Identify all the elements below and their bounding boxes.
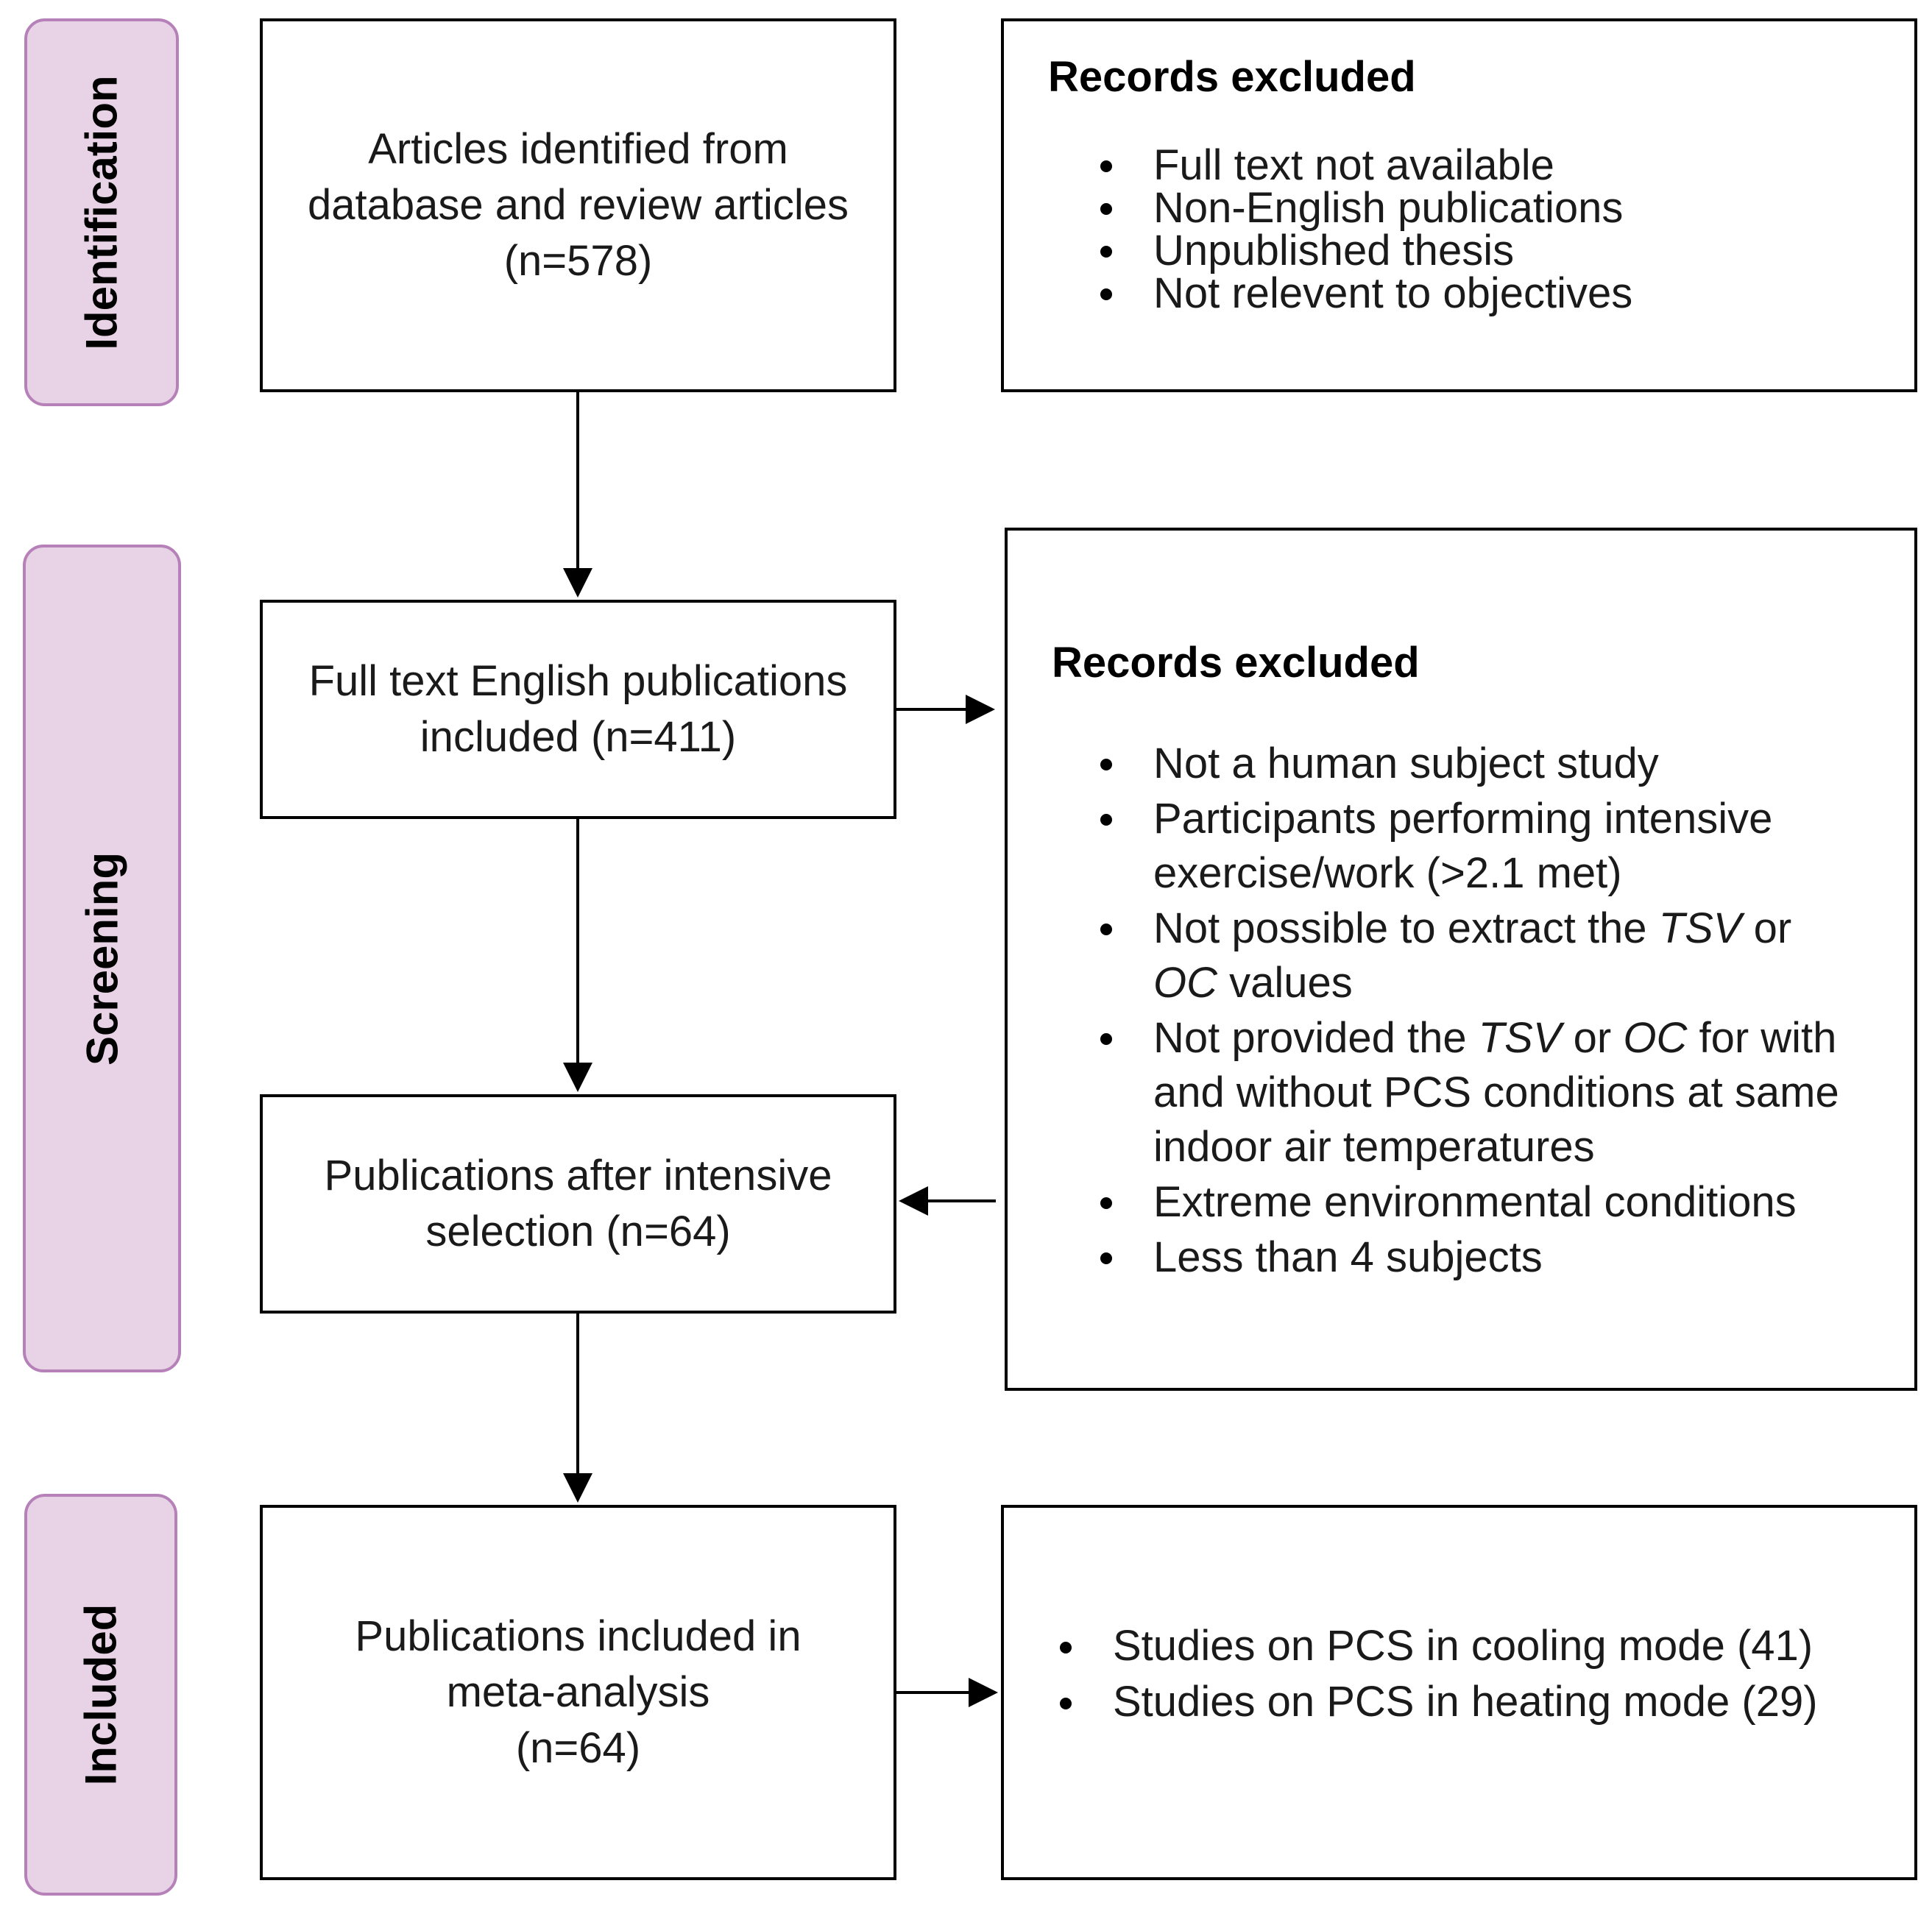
arrowhead-down-3: [563, 1473, 592, 1503]
item-text: indoor air temperatures: [1153, 1123, 1595, 1171]
full-text-box: Full text English publications included …: [260, 600, 896, 819]
full-text-line-2: included (n=411): [420, 713, 737, 761]
identified-line-1: Articles identified from: [368, 125, 788, 173]
list-item: Extreme environmental conditions: [1096, 1175, 1839, 1230]
item-text: or: [1741, 904, 1792, 952]
identified-line-3: (n=578): [503, 237, 653, 285]
item-text: Less than 4 subjects: [1153, 1233, 1543, 1281]
full-text-text: Full text English publications included …: [263, 653, 894, 765]
item-text: values: [1217, 959, 1353, 1007]
records-excluded-title-2: Records excluded: [1052, 639, 1420, 687]
meta-analysis-line-3: (n=64): [515, 1724, 641, 1772]
tsv-term: TSV: [1658, 904, 1742, 952]
records-excluded-box-1: Records excluded Full text not available…: [1001, 18, 1917, 392]
after-selection-line-2: selection (n=64): [425, 1208, 731, 1255]
list-item: Full text not available: [1096, 144, 1632, 187]
item-text: and without PCS conditions at same: [1153, 1068, 1839, 1116]
list-item: Unpublished thesis: [1096, 230, 1632, 272]
list-item: Less than 4 subjects: [1096, 1230, 1839, 1285]
meta-analysis-text: Publications included in meta-analysis (…: [263, 1609, 894, 1776]
phase-screening: Screening: [23, 545, 181, 1372]
after-selection-line-1: Publications after intensive: [324, 1152, 832, 1199]
list-item: Non-English publications: [1096, 187, 1632, 230]
phase-included: Included: [24, 1494, 177, 1896]
oc-term: OC: [1623, 1014, 1688, 1062]
tsv-term: TSV: [1478, 1014, 1562, 1062]
oc-term: OC: [1153, 959, 1217, 1007]
arrowhead-right-1: [966, 695, 995, 724]
item-text: Not possible to extract the: [1153, 904, 1659, 952]
list-item: Not provided the TSV or OC for with and w…: [1096, 1011, 1839, 1174]
arrowhead-down-1: [563, 568, 592, 598]
item-text: or: [1561, 1014, 1624, 1062]
list-item: Participants performing intensive exercis…: [1096, 792, 1839, 901]
records-excluded-list-1: Full text not available Non-English publ…: [1096, 144, 1632, 315]
item-text: Participants performing intensive: [1153, 795, 1773, 843]
identified-line-2: database and review articles: [307, 181, 849, 229]
item-text: Not a human subject study: [1153, 740, 1659, 787]
arrowhead-left-1: [899, 1186, 928, 1216]
records-excluded-box-2: Records excluded Not a human subject stu…: [1005, 528, 1917, 1391]
list-item: Studies on PCS in heating mode (29): [1055, 1674, 1818, 1730]
list-item: Studies on PCS in cooling mode (41): [1055, 1618, 1818, 1674]
meta-analysis-line-1: Publications included in: [355, 1612, 802, 1660]
arrowhead-right-2: [969, 1678, 998, 1707]
list-item: Not a human subject study: [1096, 737, 1839, 791]
phase-identification: Identification: [24, 18, 179, 406]
studies-list: Studies on PCS in cooling mode (41) Stud…: [1055, 1618, 1818, 1730]
after-selection-box: Publications after intensive selection (…: [260, 1094, 896, 1314]
identified-text: Articles identified from database and re…: [263, 121, 894, 289]
after-selection-text: Publications after intensive selection (…: [263, 1148, 894, 1260]
item-text: for with: [1687, 1014, 1837, 1062]
list-item: Not relevent to objectives: [1096, 272, 1632, 315]
item-text: exercise/work (>2.1 met): [1153, 849, 1622, 897]
meta-analysis-line-2: meta-analysis: [446, 1668, 710, 1716]
records-excluded-title-1: Records excluded: [1048, 53, 1416, 101]
full-text-line-1: Full text English publications: [308, 657, 848, 705]
item-text: Extreme environmental conditions: [1153, 1178, 1797, 1226]
meta-analysis-box: Publications included in meta-analysis (…: [260, 1505, 896, 1880]
records-excluded-list-2: Not a human subject study Participants p…: [1096, 737, 1839, 1286]
item-text: Not provided the: [1153, 1014, 1479, 1062]
studies-box: Studies on PCS in cooling mode (41) Stud…: [1001, 1505, 1917, 1880]
arrowhead-down-2: [563, 1063, 592, 1092]
identified-box: Articles identified from database and re…: [260, 18, 896, 392]
